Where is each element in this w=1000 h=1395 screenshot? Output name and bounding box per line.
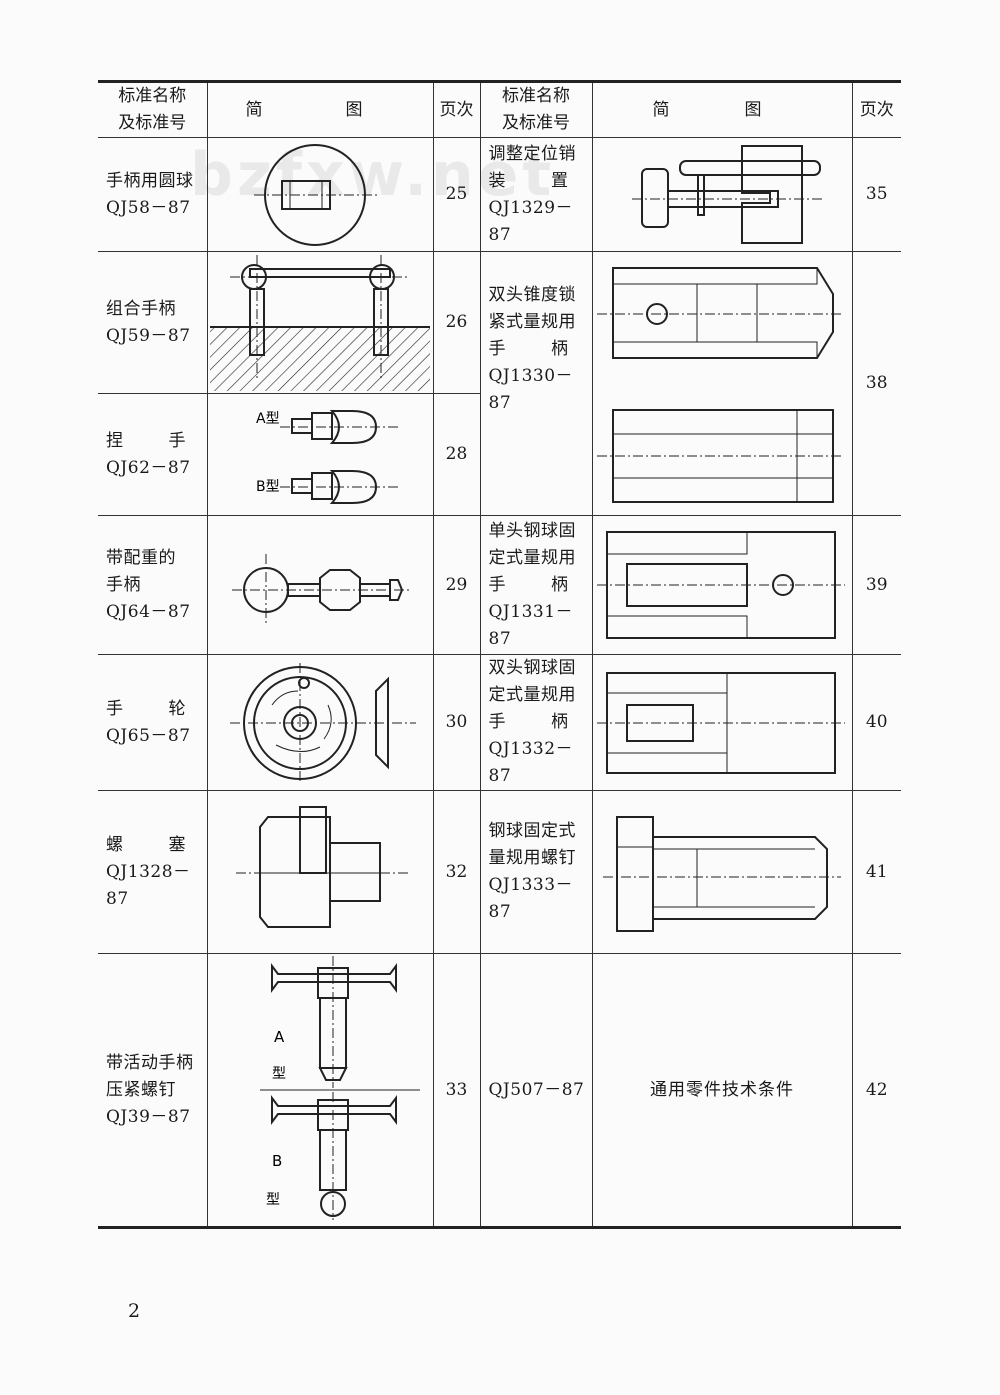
- figure-cell-right: [591, 654, 853, 791]
- name-part: 装: [488, 170, 506, 191]
- combined-handle-figure: [210, 254, 430, 391]
- clamp-screw-figure: A 型 B 型: [260, 956, 420, 1220]
- name-part: 柄: [551, 339, 569, 359]
- type-label-a: A型: [256, 411, 280, 427]
- standard-name-cell-right: 双头钢球固 定式量规用 手柄 QJ1332－87: [479, 654, 593, 791]
- standard-name-cell-right: 调整定位销 装置 QJ1329－87: [479, 137, 593, 252]
- standard-name-cell-right: 双头锥度锁 紧式量规用 手柄 QJ1330－87: [479, 251, 593, 516]
- page-number-cell-right: 35: [851, 137, 901, 252]
- header-row: 标准名称 及标准号 简 图 页次 标准名称 及标准号 简 图 页次: [98, 80, 901, 138]
- name-part: 手: [488, 339, 506, 359]
- name-part: 手: [168, 430, 186, 451]
- standard-name-cell: 手轮 QJ65－87: [98, 654, 208, 791]
- gauge-screw-figure: [603, 816, 841, 932]
- table-row: 带配重的 手柄 QJ64－87 29 单头钢球固 定式量规用 手柄 QJ1331…: [98, 515, 901, 655]
- header-page-cell-right: 页次: [851, 80, 901, 138]
- standard-name-cell: 带活动手柄 压紧螺钉 QJ39－87: [98, 953, 208, 1229]
- ball-handle-figure: [254, 143, 380, 246]
- name-part: 手: [488, 712, 506, 732]
- name-part: 轮: [168, 698, 186, 719]
- type-label-b: B型: [256, 479, 280, 495]
- figure-cell: [206, 515, 434, 655]
- standard-name-cell-right: 单头钢球固 定式量规用 手柄 QJ1331－87: [479, 515, 593, 655]
- standard-name-cell: 组合手柄 QJ59－87: [98, 251, 208, 394]
- page-number-cell-right: 39: [851, 515, 901, 655]
- header-name-cell: 标准名称 及标准号: [98, 80, 208, 138]
- counterweight-handle-figure: [232, 554, 412, 626]
- double-taper-handle-figure: [597, 266, 843, 503]
- page-number-cell-right: 40: [851, 654, 901, 791]
- figure-cell: A 型 B 型: [206, 953, 434, 1229]
- standard-name-cell-right: QJ507－87: [479, 953, 593, 1229]
- figure-cell-right: [591, 251, 853, 516]
- table-row: 手轮 QJ65－87 30 双头钢球固 定式量规用 手柄 QJ13: [98, 654, 901, 791]
- table-row: 螺塞 QJ1328－87 32 钢球固定式 量规用螺钉 QJ1333－87: [98, 790, 901, 954]
- knob-figure: A型 B型: [256, 409, 400, 504]
- standards-index-table: 标准名称 及标准号 简 图 页次 标准名称 及标准号 简 图 页次 手柄用圆球 …: [98, 80, 901, 1229]
- type-label-b: B: [272, 1152, 282, 1170]
- page-number: 2: [128, 1300, 141, 1322]
- name-part: 捏: [106, 430, 124, 451]
- page-number-cell-right: 42: [851, 953, 901, 1229]
- page-number-cell: 28: [432, 393, 480, 516]
- header-figure-cell-right: 简 图: [591, 80, 853, 138]
- page-number-cell: 29: [432, 515, 481, 655]
- name-part: 柄: [551, 574, 569, 595]
- figure-cell: [206, 137, 434, 252]
- name-part: 手: [106, 698, 124, 719]
- name-part: 置: [551, 170, 569, 191]
- standard-name-cell: 带配重的 手柄 QJ64－87: [98, 515, 208, 655]
- type-label-a-suffix: 型: [272, 1066, 286, 1082]
- table-row: 组合手柄 QJ59－87 26 双头锥度锁 紧式量规用 手柄 QJ1330－87: [98, 251, 901, 516]
- name-part: 手: [488, 574, 506, 595]
- header-page-cell: 页次: [432, 80, 481, 138]
- header-figure-cell: 简 图: [206, 80, 434, 138]
- adjust-pin-figure: [632, 144, 824, 244]
- page-number-cell: 26: [432, 251, 481, 394]
- figure-cell-right: [591, 790, 853, 954]
- page-number-cell-right: 38: [851, 251, 901, 516]
- table-row: 带活动手柄 压紧螺钉 QJ39－87 A 型 B 型: [98, 953, 901, 1229]
- figure-cell-right: [591, 515, 853, 655]
- table-row: 捏手 QJ62－87 A型 B型 28: [98, 393, 901, 516]
- name-part: 柄: [551, 712, 569, 732]
- general-conditions-cell: 通用零件技术条件: [591, 953, 853, 1229]
- screw-plug-figure: [236, 806, 410, 928]
- name-part: 塞: [168, 834, 186, 855]
- figure-cell: A型 B型: [206, 393, 434, 516]
- page-number-cell: 25: [432, 137, 481, 252]
- type-label-a: A: [274, 1028, 285, 1046]
- standard-name-cell: 捏手 QJ62－87: [98, 393, 208, 516]
- page-number-cell-right: 41: [851, 790, 901, 954]
- standard-name-cell-right: 钢球固定式 量规用螺钉 QJ1333－87: [479, 790, 593, 954]
- table-row: 手柄用圆球 QJ58－87 25: [98, 137, 901, 252]
- page-number-cell: 30: [432, 654, 481, 791]
- standard-name-cell: 螺塞 QJ1328－87: [98, 790, 208, 954]
- figure-cell: [206, 790, 434, 954]
- figure-cell: [206, 654, 434, 791]
- figure-cell: [206, 251, 434, 394]
- header-name-cell-right: 标准名称 及标准号: [479, 80, 593, 138]
- name-part: 螺: [106, 834, 124, 855]
- type-label-b-suffix: 型: [266, 1192, 280, 1208]
- standard-name-cell: 手柄用圆球 QJ58－87: [98, 137, 208, 252]
- single-ball-handle-figure: [597, 531, 845, 639]
- page-number-cell: 33: [432, 953, 481, 1229]
- handwheel-figure: [230, 662, 416, 783]
- double-ball-handle-figure: [597, 671, 845, 774]
- page-number-cell: 32: [432, 790, 481, 954]
- figure-cell-right: [591, 137, 853, 252]
